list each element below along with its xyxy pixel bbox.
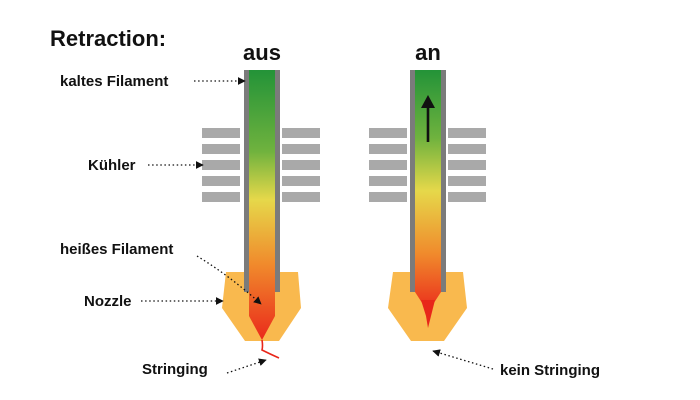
cooler-fins-off <box>202 128 320 202</box>
retracted-filament-tip <box>421 300 435 328</box>
retraction-arrow-icon <box>421 95 435 142</box>
leader-stringing <box>226 358 267 374</box>
cooler-fins-on <box>369 128 486 202</box>
label-no-stringing: kein Stringing <box>500 362 600 379</box>
label-cold-filament: kaltes Filament <box>60 73 168 90</box>
column-label-off: aus <box>243 40 281 65</box>
label-stringing: Stringing <box>142 361 208 378</box>
column-label-on: an <box>415 40 441 65</box>
stringing-strand <box>261 339 280 359</box>
filament-off <box>249 70 275 340</box>
hotend-on <box>369 70 486 341</box>
diagram-title: Retraction: <box>50 26 166 51</box>
label-hot-filament: heißes Filament <box>60 241 173 258</box>
filament-on <box>415 70 441 312</box>
leader-no-stringing <box>432 349 494 370</box>
label-cooler: Kühler <box>88 157 136 174</box>
hotend-off <box>202 70 320 359</box>
label-nozzle: Nozzle <box>84 293 132 310</box>
